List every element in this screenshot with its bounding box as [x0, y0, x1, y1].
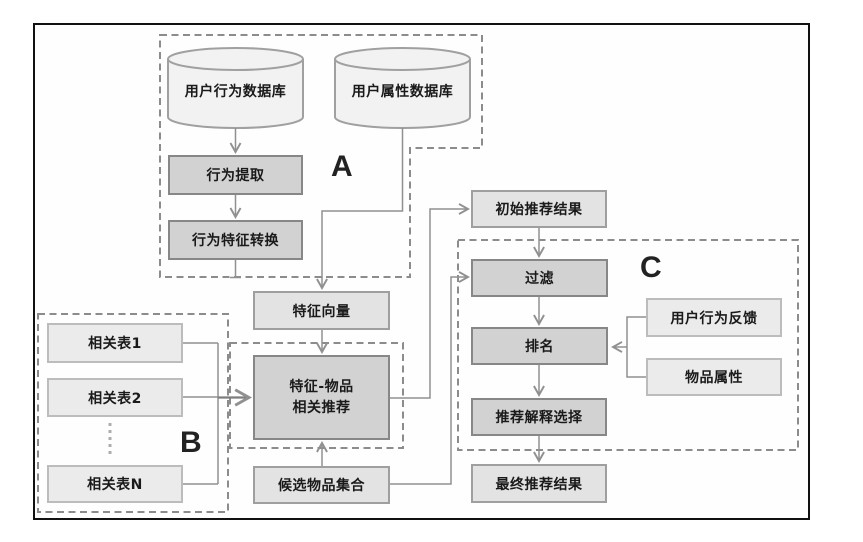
- node-filter: 过滤: [471, 259, 608, 297]
- connector-candidateset-to-filter: [390, 271, 470, 485]
- node-user-attribute-db: 用户属性数据库: [351, 84, 454, 100]
- node-behavior-feature-conversion: 行为特征转换: [168, 220, 303, 260]
- node-user-behavior-feedback: 用户行为反馈: [646, 298, 782, 337]
- node-related-table-n: 相关表N: [47, 465, 183, 503]
- connector-attributedb-to-featurevector: [316, 128, 404, 290]
- node-behavior-extraction: 行为提取: [168, 155, 303, 195]
- region-label-b: B: [180, 426, 202, 459]
- connector-relatedtables-bus: [183, 342, 219, 485]
- node-feature-vector: 特征向量: [253, 291, 390, 330]
- node-related-table-1: 相关表1: [47, 323, 183, 363]
- region-c-outline: [457, 239, 799, 451]
- region-b-outline: [37, 313, 229, 513]
- node-feature-item-recommendation: 特征-物品 相关推荐: [253, 355, 390, 440]
- node-ranking: 排名: [471, 327, 608, 365]
- region-a-outline: [159, 34, 483, 278]
- connector-conversion-to-border: [230, 260, 241, 279]
- feature-item-dashed-outline: [229, 342, 404, 449]
- region-label-c: C: [640, 251, 662, 284]
- connector-feedback-attributes-bracket: [626, 316, 646, 378]
- node-related-table-2: 相关表2: [47, 378, 183, 417]
- user-behavior-db-cylinder: [167, 47, 304, 129]
- region-label-a: A: [331, 150, 353, 183]
- node-initial-recommendation-result: 初始推荐结果: [471, 190, 607, 228]
- node-candidate-item-set: 候选物品集合: [253, 466, 390, 504]
- node-final-recommendation-result: 最终推荐结果: [471, 464, 607, 503]
- connector-featureitem-to-initialresult: [390, 203, 470, 399]
- node-recommendation-explanation-selection: 推荐解释选择: [471, 398, 607, 436]
- node-user-behavior-db: 用户行为数据库: [184, 84, 287, 100]
- user-attribute-db-cylinder: [334, 47, 471, 129]
- node-item-attributes: 物品属性: [646, 358, 782, 396]
